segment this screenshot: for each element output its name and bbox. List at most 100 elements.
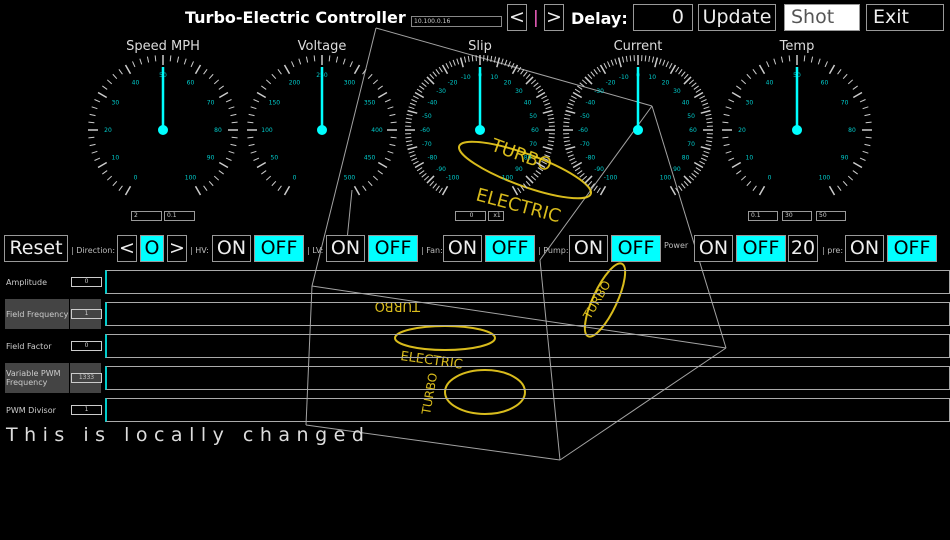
gauge-tick — [146, 56, 150, 63]
exit-button[interactable]: Exit — [866, 4, 944, 31]
direction-forward-button[interactable]: > — [167, 235, 187, 262]
parameter-label: Variable PWM Frequency — [5, 363, 69, 393]
fan-on-button[interactable]: ON — [443, 235, 482, 262]
gauge-tick — [865, 136, 872, 139]
gauge-setting-input[interactable]: 50 — [816, 211, 846, 221]
update-button[interactable]: Update — [698, 4, 776, 31]
pump-label: | Pump: — [538, 246, 569, 255]
shot-button[interactable]: Shot — [784, 4, 860, 31]
gauge-tick-label: 10 — [746, 155, 754, 162]
gauge-tick — [847, 175, 854, 181]
gauge-tick — [511, 185, 519, 196]
gauge-tick-label: 30 — [515, 88, 523, 95]
gauge-tick — [723, 143, 730, 147]
parameter-value-input[interactable]: 0 — [71, 277, 102, 287]
power-value-input[interactable]: 20 — [788, 235, 818, 262]
parameter-value-input[interactable]: 1333 — [71, 373, 102, 383]
gauge-tick — [683, 180, 689, 187]
gauge-setting-input[interactable]: 2 — [131, 211, 162, 221]
gauge-tick — [414, 161, 425, 169]
gauge-tick — [693, 161, 704, 169]
fan-off-button[interactable]: OFF — [485, 235, 535, 262]
parameter-value-input[interactable]: 1 — [71, 405, 102, 415]
gauge-tick — [517, 187, 522, 194]
power-label: Power — [664, 241, 689, 250]
parameter-value-input[interactable]: 0 — [71, 341, 102, 351]
ip-address-field[interactable]: 10.100.0.16 — [411, 16, 502, 27]
gauge-tick — [693, 170, 699, 175]
gauge-tick-label: -80 — [585, 155, 595, 162]
gauge-tick — [681, 71, 686, 77]
gauge-tick — [542, 109, 553, 114]
gauge-tick — [596, 66, 601, 73]
gauge-tick — [584, 76, 593, 85]
gauge-tick — [740, 79, 747, 85]
gauge-setting-input[interactable]: 0.1 — [748, 211, 778, 221]
gauge-hub — [475, 125, 485, 135]
parameter-value-input[interactable]: 1 — [71, 309, 102, 319]
gauge-tick — [731, 161, 742, 169]
gauge-tick — [94, 157, 101, 161]
gauge-tick — [752, 185, 757, 191]
gauge-tick — [862, 150, 869, 154]
gauge-tick-label: 70 — [529, 141, 537, 148]
gauge-tick — [548, 140, 555, 143]
gauge-tick — [706, 140, 713, 143]
lv-off-button[interactable]: OFF — [368, 235, 418, 262]
hv-on-button[interactable]: ON — [212, 235, 251, 262]
gauge-tick — [426, 76, 435, 85]
delay-input[interactable]: 0 — [633, 4, 693, 31]
hv-off-button[interactable]: OFF — [254, 235, 304, 262]
gauge-setting-input[interactable]: 0.1 — [164, 211, 195, 221]
gauge-tick — [599, 64, 607, 75]
gauge-tick — [593, 185, 598, 191]
gauge-tick — [651, 56, 655, 63]
gauge-tick — [225, 157, 232, 161]
gauge-tick — [445, 62, 450, 69]
gauge-tick-label: 60 — [531, 127, 539, 134]
parameter-slider[interactable] — [105, 398, 950, 422]
gauge-setting-input[interactable]: 0 — [455, 211, 486, 221]
direction-reverse-button[interactable]: < — [117, 235, 137, 262]
parameter-slider[interactable] — [105, 334, 950, 358]
power-off-button[interactable]: OFF — [736, 235, 786, 262]
gauge-setting-input[interactable]: 30 — [782, 211, 812, 221]
gauge-tick — [218, 91, 229, 99]
gauge-tick — [456, 58, 460, 65]
power-on-button[interactable]: ON — [694, 235, 733, 262]
gauge-tick — [230, 143, 237, 147]
gauge-tick — [112, 180, 118, 187]
reset-button[interactable]: Reset — [4, 235, 68, 262]
gauge-tick — [603, 62, 608, 69]
gauge-tick-label: -10 — [461, 74, 471, 81]
gauge-tick — [703, 150, 710, 154]
gauge-tick — [89, 113, 96, 117]
gauge-tick — [102, 170, 108, 175]
lv-on-button[interactable]: ON — [326, 235, 365, 262]
pump-off-button[interactable]: OFF — [611, 235, 661, 262]
pump-on-button[interactable]: ON — [569, 235, 608, 262]
gauge-hub — [158, 125, 168, 135]
gauge-tick — [520, 69, 525, 75]
gauge-tick-label: 20 — [104, 127, 112, 134]
gauge-setting-input[interactable]: x1 — [488, 211, 504, 221]
gauge-tick — [124, 185, 132, 196]
parameter-slider[interactable] — [105, 270, 950, 294]
gauge-tick-label: 90 — [515, 166, 523, 173]
prev-button[interactable]: < — [507, 4, 527, 31]
gauge-tick-label: -50 — [580, 113, 590, 120]
parameter-slider[interactable] — [105, 302, 950, 326]
gauge-tick — [728, 157, 735, 161]
pre-on-button[interactable]: ON — [845, 235, 884, 262]
gauge-tick — [452, 59, 456, 66]
parameter-slider[interactable] — [105, 366, 950, 390]
gauge-tick — [548, 117, 555, 120]
next-button[interactable]: > — [544, 4, 564, 31]
gauge-tick — [231, 136, 238, 139]
gauge-tick-label: -20 — [448, 79, 458, 86]
pre-off-button[interactable]: OFF — [887, 235, 937, 262]
direction-neutral-button[interactable]: O — [140, 235, 164, 262]
gauge-tick — [124, 64, 132, 75]
gauge-tick — [590, 183, 595, 189]
